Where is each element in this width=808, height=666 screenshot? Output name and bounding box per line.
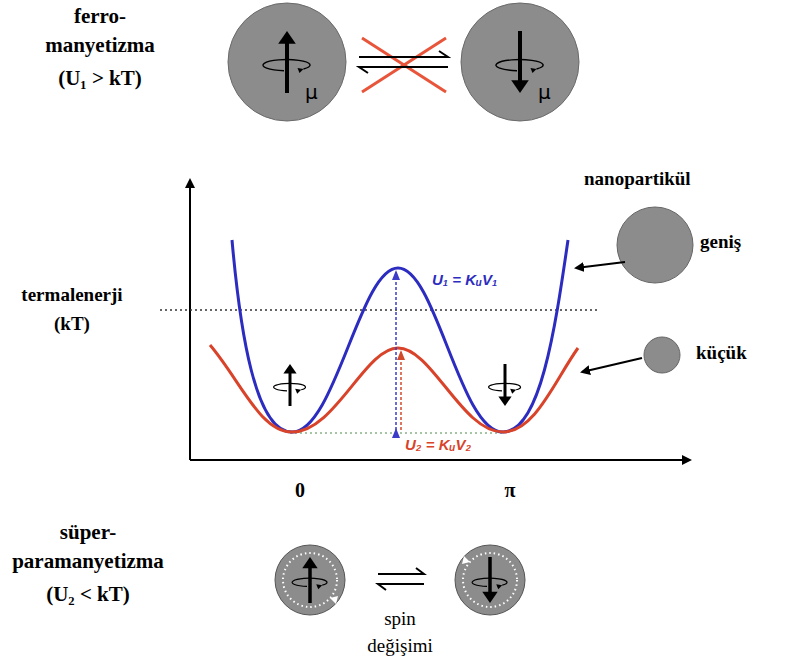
moment-symbol: μ [305,80,318,104]
spin-arrow [489,364,521,406]
spin-path [463,553,517,607]
leader-small [582,358,642,372]
spin-arrow [263,31,310,93]
barrier-label: U₁ = KᵤV₁ [432,271,497,288]
phase-title: süper- paramanyetizma [12,518,164,576]
particle-shape [227,2,347,122]
moment-symbol: μ [538,80,551,104]
size-label: küçük [696,338,747,367]
axis-label: termalenerji (kT) [21,280,122,338]
axis-tick: 0 [295,476,305,505]
axes [190,180,690,460]
spin-arrows [274,364,521,603]
process-label: spin değişimi [367,605,432,659]
barrier-u1 [395,272,397,430]
size-label: geniş [700,227,741,256]
thermal-line [160,309,600,311]
magnetic-nanoparticle: μ [227,2,347,122]
condition: (U₁ > kT) [58,64,142,93]
spm-particle [455,545,525,615]
axis-tick: π [505,476,516,505]
equilibrium-connector [359,51,448,73]
phase-title: ferro- manyetizma [45,2,155,60]
spin-arrow [274,364,306,406]
forbidden-cross [362,38,446,92]
large-nanoparticle [617,207,693,283]
spm-particle [275,545,345,615]
spin-path [283,553,337,607]
small-nanoparticle [644,337,680,373]
leader-large [576,262,625,268]
spin-arrow [472,557,507,603]
group-label: nanopartikül [584,164,691,193]
baseline [290,433,505,434]
small-particle-curve [210,345,578,432]
particle-shape [460,2,580,122]
spin-arrow [496,31,543,93]
spin-path-head [330,556,470,604]
large-particle-curve [232,240,568,432]
condition: (U₂ < kT) [46,580,130,609]
spin-arrow [292,557,327,603]
barrier-u2 [400,352,402,430]
barrier-label: U₂ = KᵤV₂ [405,436,471,453]
equilibrium-arrows [378,568,424,590]
magnetic-nanoparticle: μ [460,2,580,122]
